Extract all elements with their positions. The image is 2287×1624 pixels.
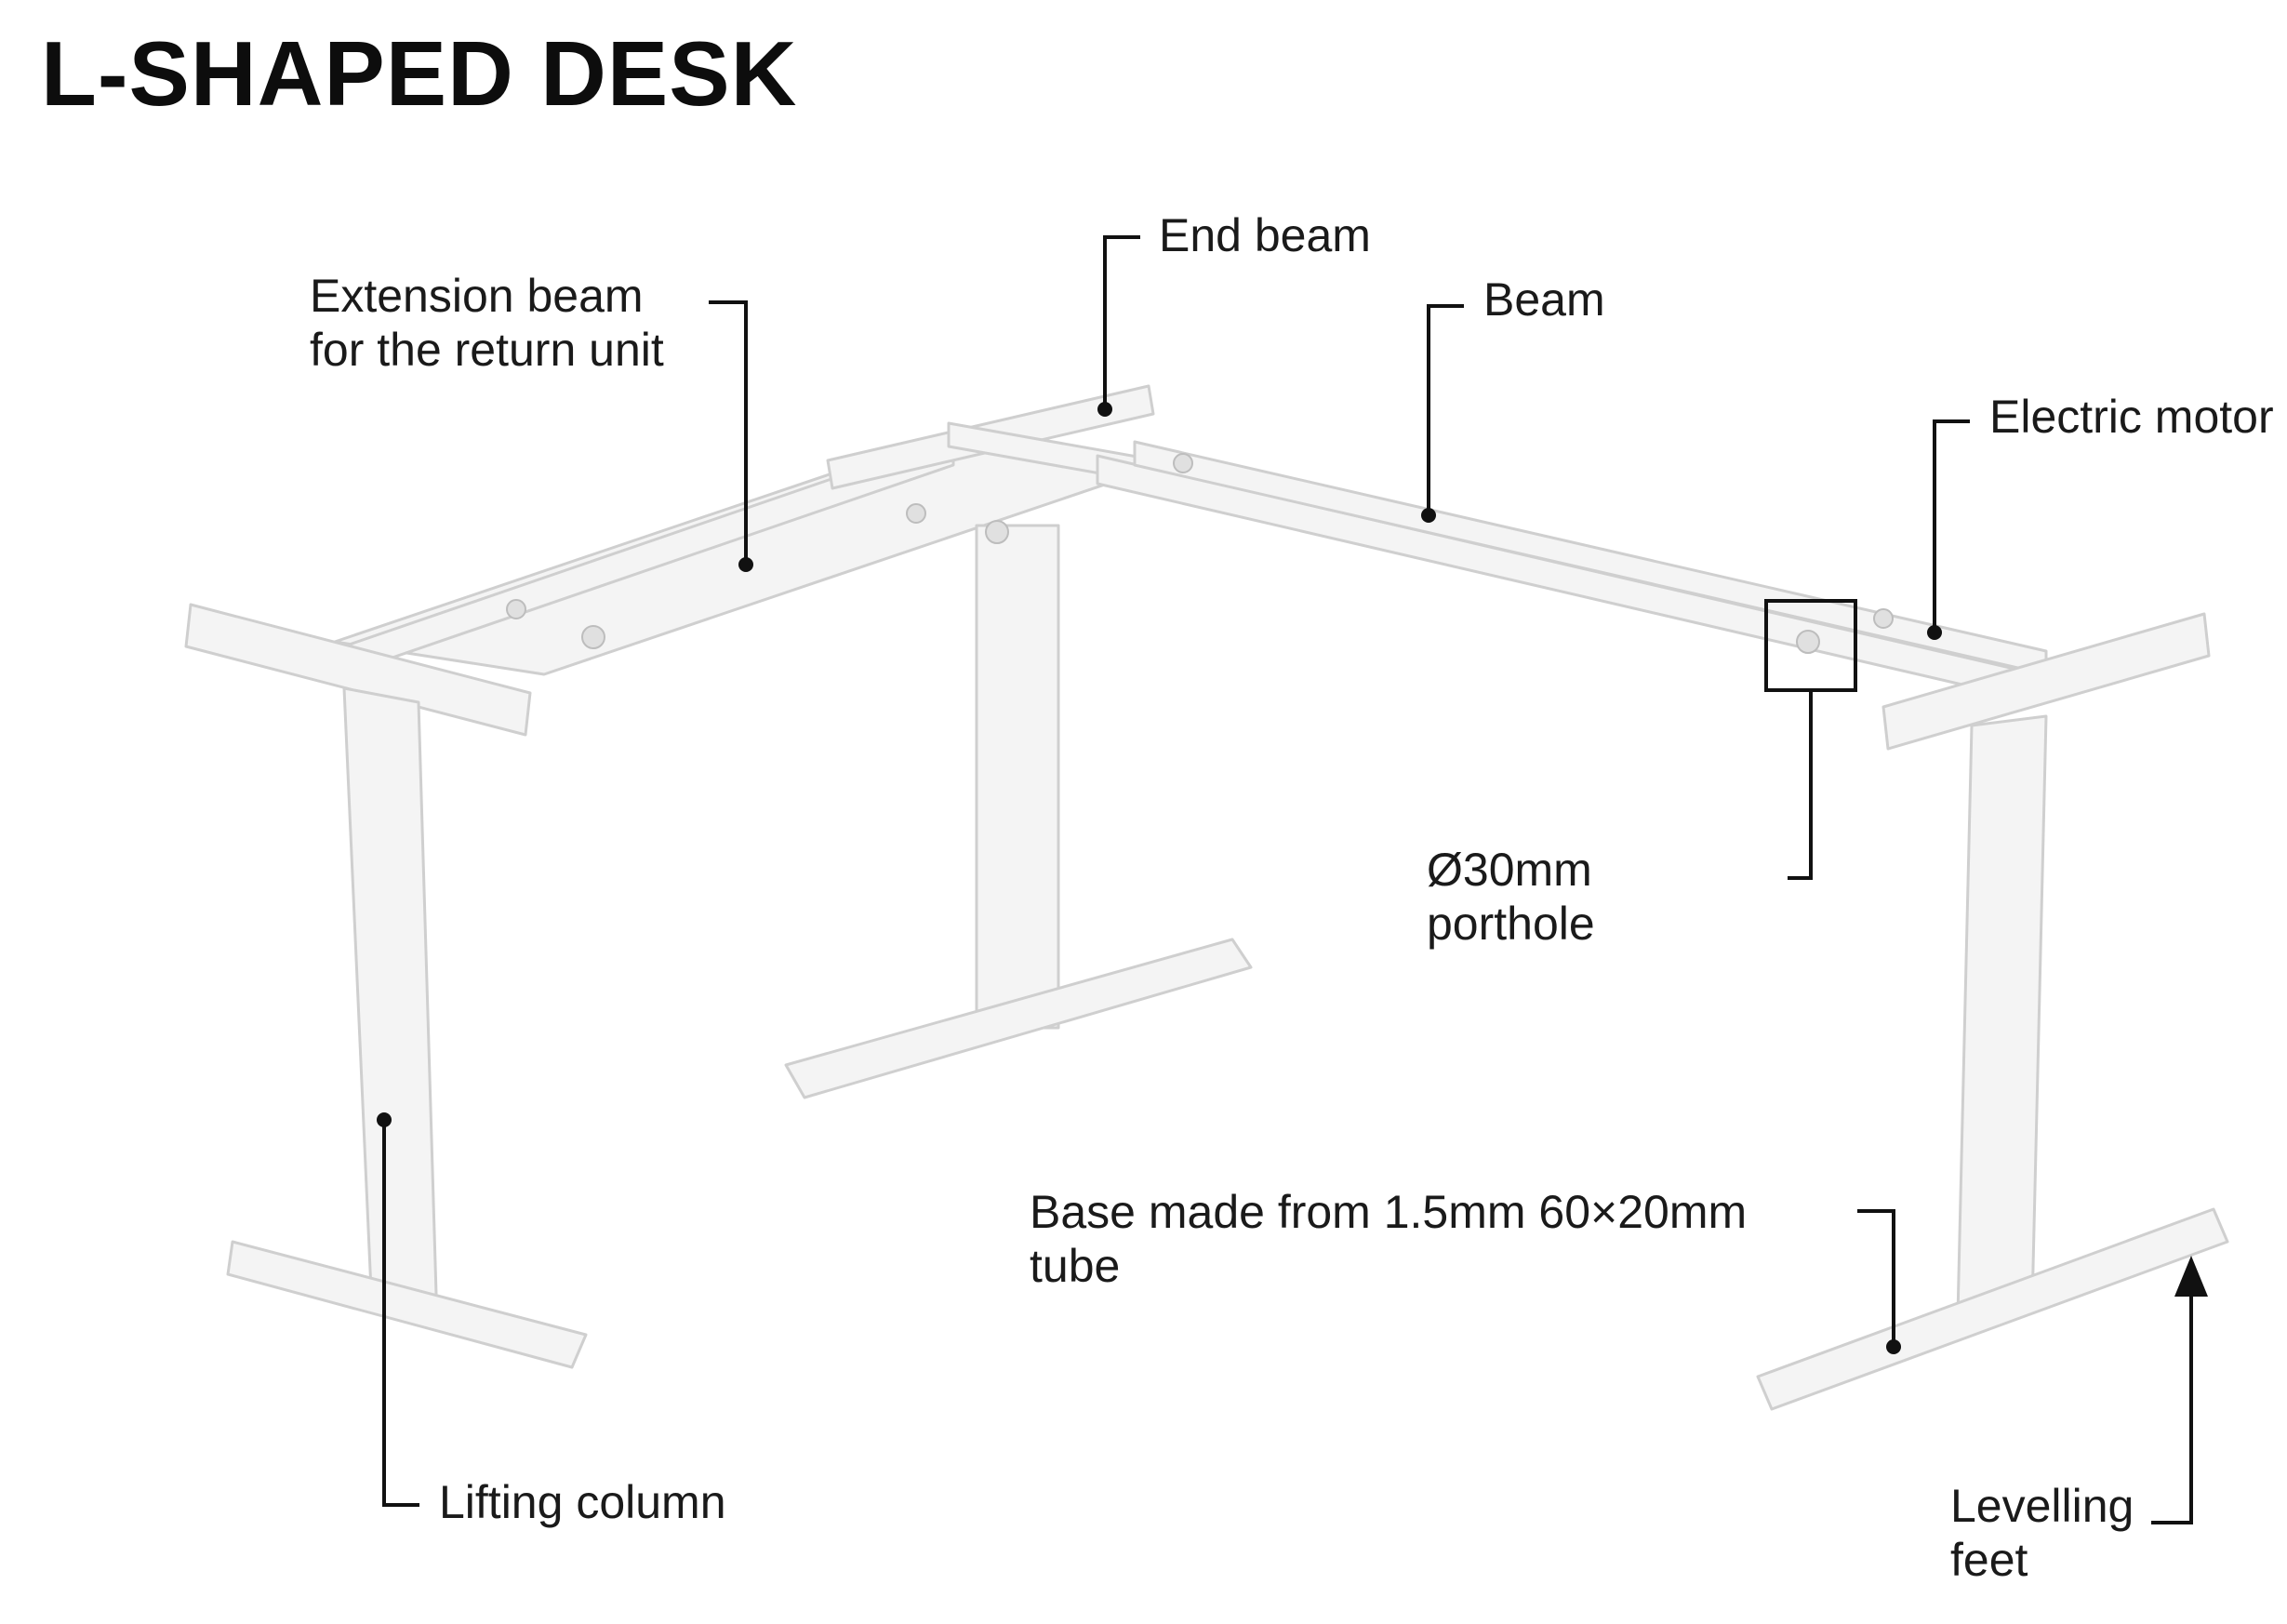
middle-column-shape xyxy=(975,524,1060,1030)
base-label-line1: Base made from 1.5mm 60×20mm xyxy=(1030,1186,1748,1238)
porthole-label-line1: Ø30mm xyxy=(1427,844,1592,896)
left-crossbar-shape xyxy=(184,603,532,737)
middle-foot-shape xyxy=(784,938,1253,1099)
porthole-label-line2: porthole xyxy=(1427,898,1595,950)
extension-beam-label-line1: Extension beam xyxy=(310,270,644,322)
lifting-column-leader xyxy=(382,1120,419,1507)
base-leader xyxy=(1857,1209,1895,1347)
extension-beam-leader xyxy=(709,300,748,565)
levelling-feet-leader xyxy=(2151,1295,2193,1524)
lifting-column-label: Lifting column xyxy=(439,1476,726,1528)
base-label-line2: tube xyxy=(1030,1240,1121,1292)
levelling-feet-arrowhead xyxy=(2174,1256,2208,1297)
porthole-leader xyxy=(1788,690,1813,880)
electric-motor-leader xyxy=(1933,419,1970,631)
beam-leader xyxy=(1427,304,1464,513)
right-foot-shape xyxy=(1756,1207,2229,1411)
right-crossbar-shape xyxy=(1881,612,2211,751)
page-title: L-SHAPED DESK xyxy=(41,22,798,125)
levelling-feet-label: Levelling feet xyxy=(1950,1479,2134,1587)
extension-beam-label-line2: for the return unit xyxy=(310,324,664,376)
porthole-label: Ø30mm porthole xyxy=(1427,843,1595,951)
base-label: Base made from 1.5mm 60×20mm tube xyxy=(1030,1185,1747,1293)
levelling-feet-label-line2: feet xyxy=(1950,1534,2028,1586)
end-beam-leader xyxy=(1103,235,1140,406)
left-column-shape xyxy=(342,686,439,1327)
electric-motor-label: Electric motor xyxy=(1989,391,2274,443)
left-foot-shape xyxy=(226,1240,588,1369)
levelling-feet-label-line1: Levelling xyxy=(1950,1480,2134,1532)
end-beam-label: End beam xyxy=(1159,209,1371,261)
extension-beam-label: Extension beam for the return unit xyxy=(310,269,664,377)
beam-label: Beam xyxy=(1483,273,1605,326)
right-column-shape xyxy=(1956,714,2048,1318)
beam-shape xyxy=(1096,454,2020,699)
